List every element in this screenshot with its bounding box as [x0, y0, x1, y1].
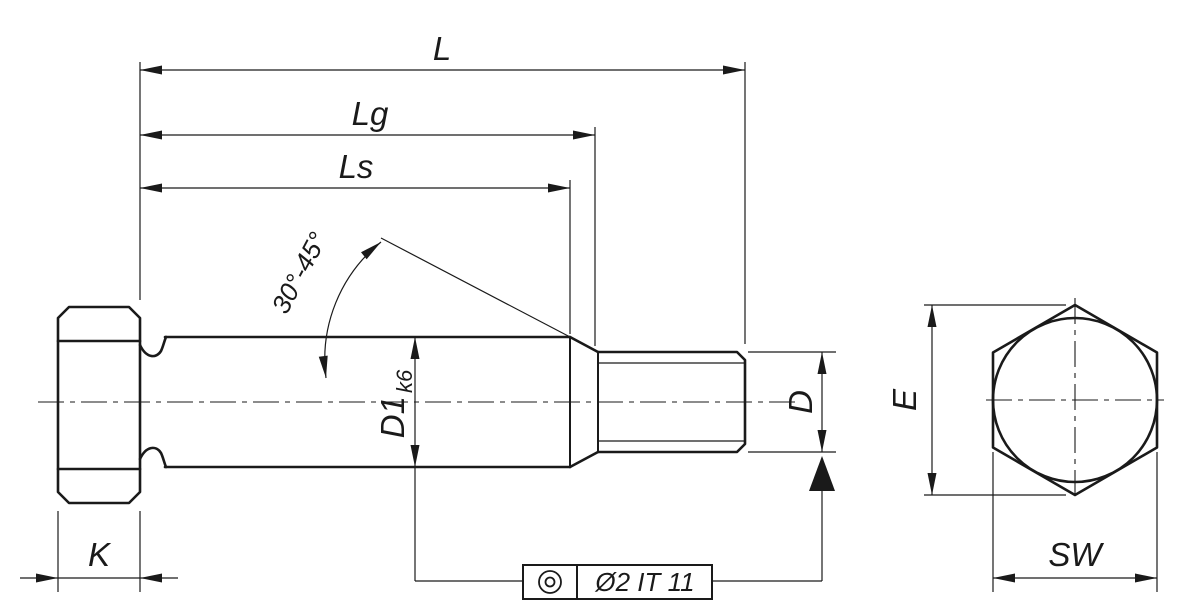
dim-label-D1-group: D1 k6: [374, 369, 417, 438]
dim-label-Ls: Ls: [339, 148, 374, 185]
screw-thread: [596, 350, 747, 454]
screw-shoulder: [163, 335, 600, 469]
dim-label-SW: SW: [1048, 536, 1104, 573]
head-outline: [56, 305, 142, 505]
dimension-SW: SW: [992, 452, 1158, 592]
dimension-Lg: Lg: [140, 95, 596, 346]
dim-label-D1-tolerance: k6: [392, 369, 417, 393]
side-view: [38, 305, 798, 505]
dimension-D: D: [748, 351, 836, 453]
neck-groove: [138, 446, 168, 469]
dim-label-D1: D1: [374, 396, 411, 438]
dim-label-Lg: Lg: [352, 95, 389, 132]
head-chamfer-circle: [991, 316, 1159, 484]
hex-head-outline: [991, 303, 1159, 497]
dim-label-E: E: [886, 388, 923, 411]
tolerance-value: Ø2 IT 11: [594, 567, 694, 597]
dimension-Ls: Ls: [140, 148, 571, 334]
concentricity-inner-circle: [544, 576, 556, 588]
angle-ray-line: [380, 237, 573, 339]
dimension-E: E: [886, 304, 1066, 496]
dim-label-D: D: [782, 390, 819, 414]
datum-triangle-icon: [809, 456, 835, 491]
angle-annotation: 30°-45°: [265, 227, 573, 379]
angle-arc: [318, 241, 382, 379]
dim-label-K: K: [88, 536, 112, 573]
thread-outline: [596, 350, 747, 454]
dim-label-L: L: [433, 30, 451, 67]
dimension-L: L: [139, 30, 746, 344]
dim-label-angle: 30°-45°: [265, 227, 332, 318]
concentricity-icon: [538, 570, 562, 594]
concentricity-outer-circle: [538, 570, 562, 594]
screw-head-side: [56, 305, 142, 505]
dimension-D1: D1 k6: [374, 337, 523, 582]
datum-leader: [712, 456, 835, 582]
tolerance-frame-box: [522, 564, 713, 600]
chamfer-cone: [568, 450, 600, 469]
front-view: [986, 298, 1164, 502]
dimension-K: K: [20, 511, 178, 592]
tolerance-frame: Ø2 IT 11: [522, 564, 713, 600]
chamfer-cone: [568, 335, 600, 354]
neck-groove: [138, 335, 168, 358]
